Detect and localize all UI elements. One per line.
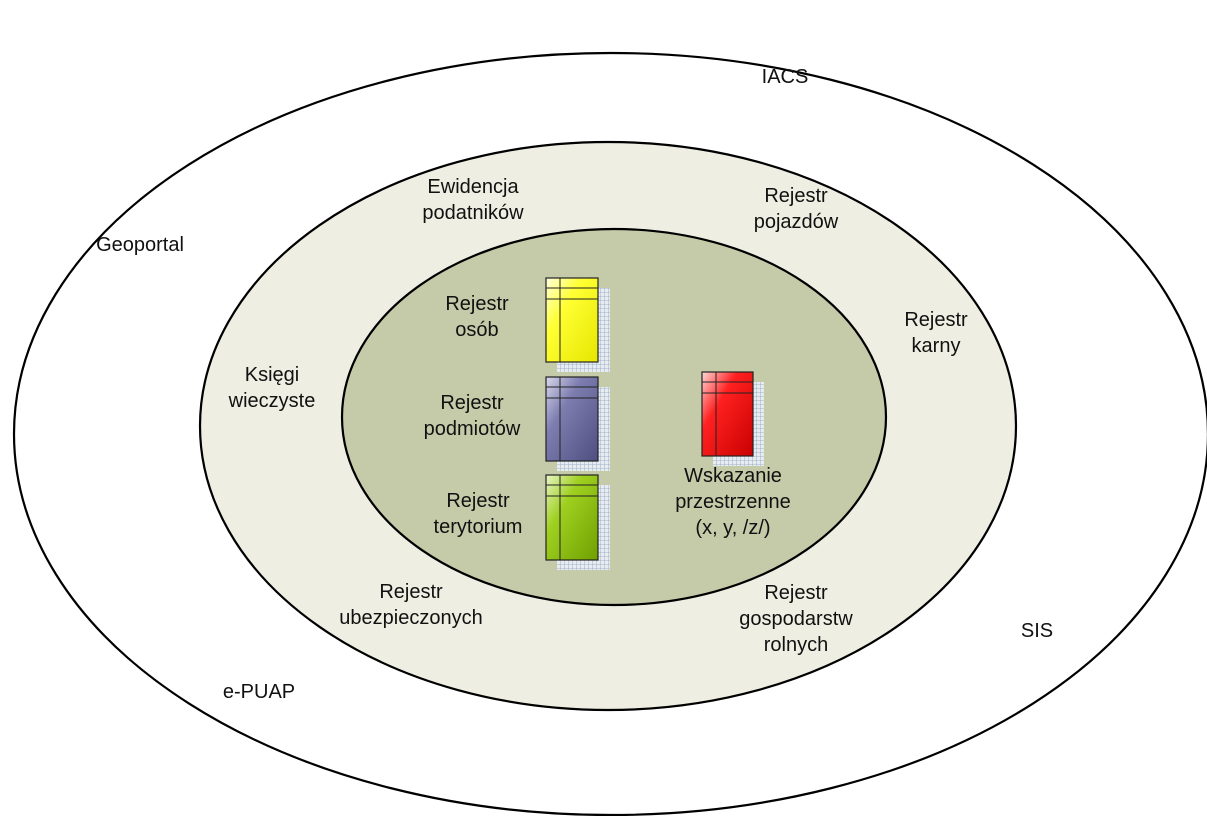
table-wskazanie-icon [701,371,764,466]
label-sis: SIS [1020,620,1054,642]
label-geoportal: Geoportal [96,234,184,256]
table-terytorium-icon [545,474,610,570]
label-epuap: e-PUAP [222,681,296,703]
table-osob-icon [545,277,610,372]
label-iacs: IACS [761,66,809,88]
table-podmiotow-icon [545,376,610,471]
inner-ellipse [340,227,888,607]
